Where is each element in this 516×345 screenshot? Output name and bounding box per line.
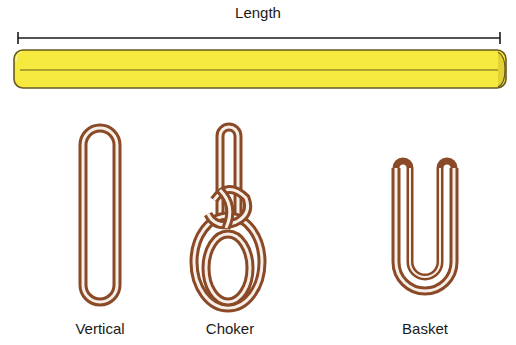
basket-hitch — [396, 161, 454, 291]
sling-webbing — [14, 50, 506, 88]
hitch-label: Basket — [402, 320, 448, 337]
dimension-label: Length — [235, 4, 281, 21]
label-holder: Basket — [402, 320, 448, 338]
label-holder: Vertical — [75, 320, 124, 338]
label-holder: Choker — [206, 320, 254, 338]
label-holder: Length — [235, 4, 281, 22]
vertical-hitch — [83, 128, 117, 302]
choker-hitch — [194, 127, 262, 308]
hitch-label: Vertical — [75, 320, 124, 337]
length-dimension — [18, 32, 500, 44]
hitch-label: Choker — [206, 320, 254, 337]
